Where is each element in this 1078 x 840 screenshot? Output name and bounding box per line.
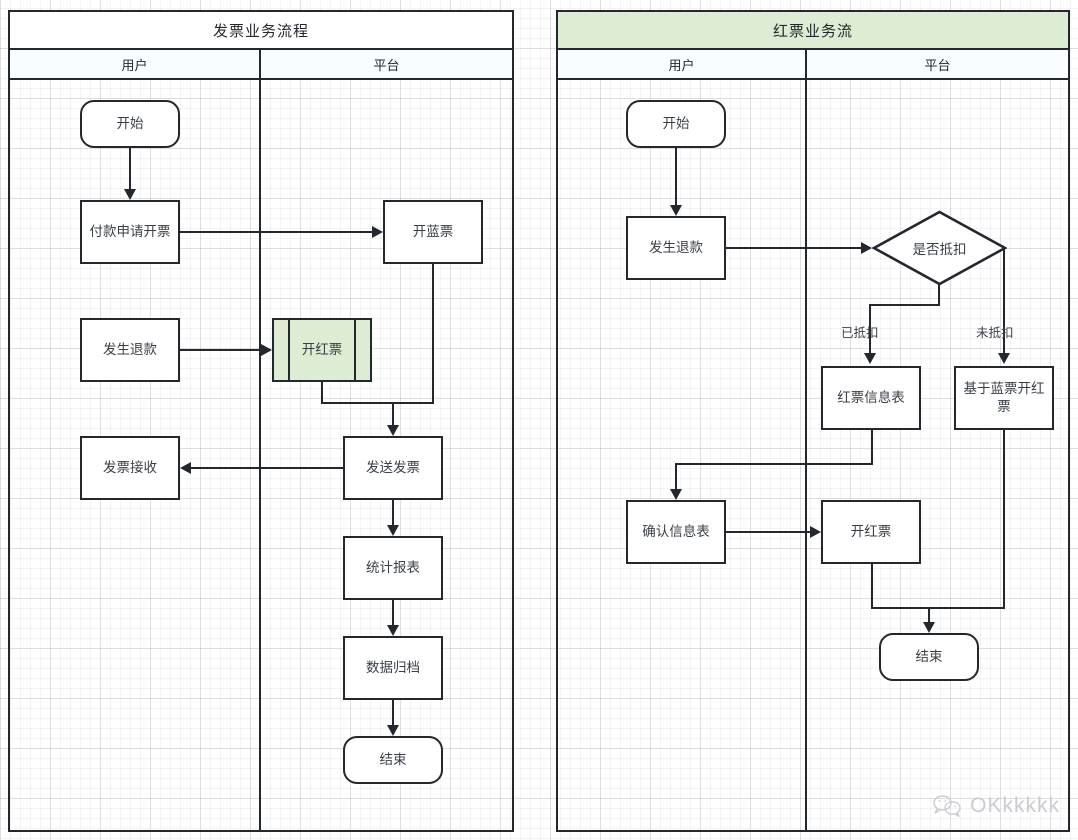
pool-title-red-invoice: 红票业务流 <box>558 12 1068 50</box>
node-label: 确认信息表 <box>642 523 710 539</box>
edge-r-issue-down <box>871 564 873 609</box>
node-label: 基于蓝票开红票 <box>963 380 1045 414</box>
predefined-bar-right <box>354 318 356 382</box>
edge-red-right <box>321 402 394 404</box>
node-left-send-invoice: 发送发票 <box>343 436 443 500</box>
pool-title-invoice: 发票业务流程 <box>10 12 512 50</box>
node-label: 红票信息表 <box>837 389 905 405</box>
arrow-r-refund-to-decision <box>861 242 872 254</box>
arrow-send-to-report <box>387 525 399 536</box>
edge-r-join-to-end <box>928 607 930 622</box>
lane-header-platform-left: 平台 <box>261 50 512 80</box>
edge-blue-down <box>432 264 434 404</box>
edge-r-issue-right <box>871 607 1004 609</box>
node-label: 开始 <box>662 115 690 131</box>
arrow-r-to-end <box>923 622 935 633</box>
predefined-bar-left <box>288 318 290 382</box>
edge-r-notdeducted-down <box>1003 247 1005 353</box>
node-label: 发生退款 <box>649 239 703 255</box>
node-right-refund: 发生退款 <box>626 216 726 280</box>
edge-r-decision-bottom <box>938 284 940 306</box>
arrow-r-deducted <box>864 353 876 364</box>
edge-send-to-receive <box>191 467 343 469</box>
node-left-refund: 发生退款 <box>80 318 180 382</box>
node-left-red-invoice: 开红票 <box>272 318 372 382</box>
arrow-refund-to-red <box>261 344 272 356</box>
arrow-apply-to-blue <box>372 226 383 238</box>
node-right-decision-deduction: 是否抵扣 <box>872 210 1007 286</box>
arrow-send-to-receive <box>180 462 191 474</box>
node-label: 统计报表 <box>366 559 420 575</box>
wechat-icon <box>932 794 962 818</box>
edge-r-start-to-refund <box>675 148 677 205</box>
node-label: 发生退款 <box>103 341 157 357</box>
node-right-issue-red-invoice: 开红票 <box>821 500 921 564</box>
edge-start-to-apply <box>129 148 131 189</box>
arrow-r-confirm-to-issue <box>810 526 821 538</box>
lane-divider-right <box>805 50 807 830</box>
node-right-end: 结束 <box>879 633 979 681</box>
arrow-r-start-to-refund <box>670 205 682 216</box>
node-label: 结束 <box>915 648 943 664</box>
arrow-r-notdeducted <box>998 353 1010 364</box>
pool-invoice-process: 发票业务流程 用户 平台 <box>8 10 514 832</box>
node-label: 发票接收 <box>103 459 157 475</box>
edge-label-deducted: 已抵扣 <box>841 326 879 340</box>
edge-r-to-confirm <box>675 463 677 489</box>
arrow-archive-to-end <box>387 725 399 736</box>
edge-archive-to-end <box>392 700 394 725</box>
node-label: 是否抵扣 <box>912 242 967 257</box>
node-left-apply-invoice: 付款申请开票 <box>80 200 180 264</box>
arrow-r-to-confirm <box>670 489 682 500</box>
edge-red-down <box>321 382 323 404</box>
edge-r-redinfo-left <box>675 463 873 465</box>
node-right-red-invoice-info: 红票信息表 <box>821 366 921 430</box>
node-label: 数据归档 <box>366 659 420 675</box>
node-label: 开红票 <box>850 523 892 539</box>
edge-send-to-report <box>392 500 394 525</box>
edge-blue-left <box>392 402 434 404</box>
node-left-invoice-receive: 发票接收 <box>80 436 180 500</box>
node-label: 结束 <box>379 751 407 767</box>
watermark: OKkkkkk <box>932 794 1060 818</box>
edge-r-redinfo-down <box>871 430 873 465</box>
edge-merge-to-send <box>392 402 394 425</box>
edge-r-bluebased-down <box>1003 430 1005 609</box>
edge-report-to-archive <box>392 600 394 625</box>
edge-r-decision-left <box>869 304 940 306</box>
node-label: 开始 <box>116 115 144 131</box>
edge-refund-to-red <box>180 349 261 351</box>
arrow-report-to-archive <box>387 625 399 636</box>
node-left-start: 开始 <box>80 100 180 148</box>
edge-r-refund-to-decision <box>726 247 861 249</box>
lane-header-platform-right: 平台 <box>807 50 1068 80</box>
edge-apply-to-blue <box>180 231 372 233</box>
node-right-start: 开始 <box>626 100 726 148</box>
node-label: 开蓝票 <box>412 223 454 239</box>
node-left-end: 结束 <box>343 736 443 784</box>
lane-header-user-left: 用户 <box>10 50 259 80</box>
edge-r-deducted-down <box>869 304 871 353</box>
node-left-data-archive: 数据归档 <box>343 636 443 700</box>
arrow-merge-to-send <box>387 425 399 436</box>
edge-r-confirm-to-issue <box>726 531 810 533</box>
node-label: 开红票 <box>301 341 343 357</box>
edge-label-not-deducted: 未抵扣 <box>976 326 1014 340</box>
node-right-blue-based-red: 基于蓝票开红票 <box>954 366 1054 430</box>
node-label: 付款申请开票 <box>89 223 171 239</box>
node-left-blue-invoice: 开蓝票 <box>383 200 483 264</box>
arrow-start-to-apply <box>124 189 136 200</box>
node-right-confirm-info: 确认信息表 <box>626 500 726 564</box>
node-label: 发送发票 <box>366 459 420 475</box>
watermark-text: OKkkkkk <box>970 794 1060 817</box>
lane-divider-left <box>259 50 261 830</box>
pool-red-invoice-process: 红票业务流 用户 平台 <box>556 10 1070 832</box>
lane-header-user-right: 用户 <box>558 50 805 80</box>
node-left-statistics-report: 统计报表 <box>343 536 443 600</box>
